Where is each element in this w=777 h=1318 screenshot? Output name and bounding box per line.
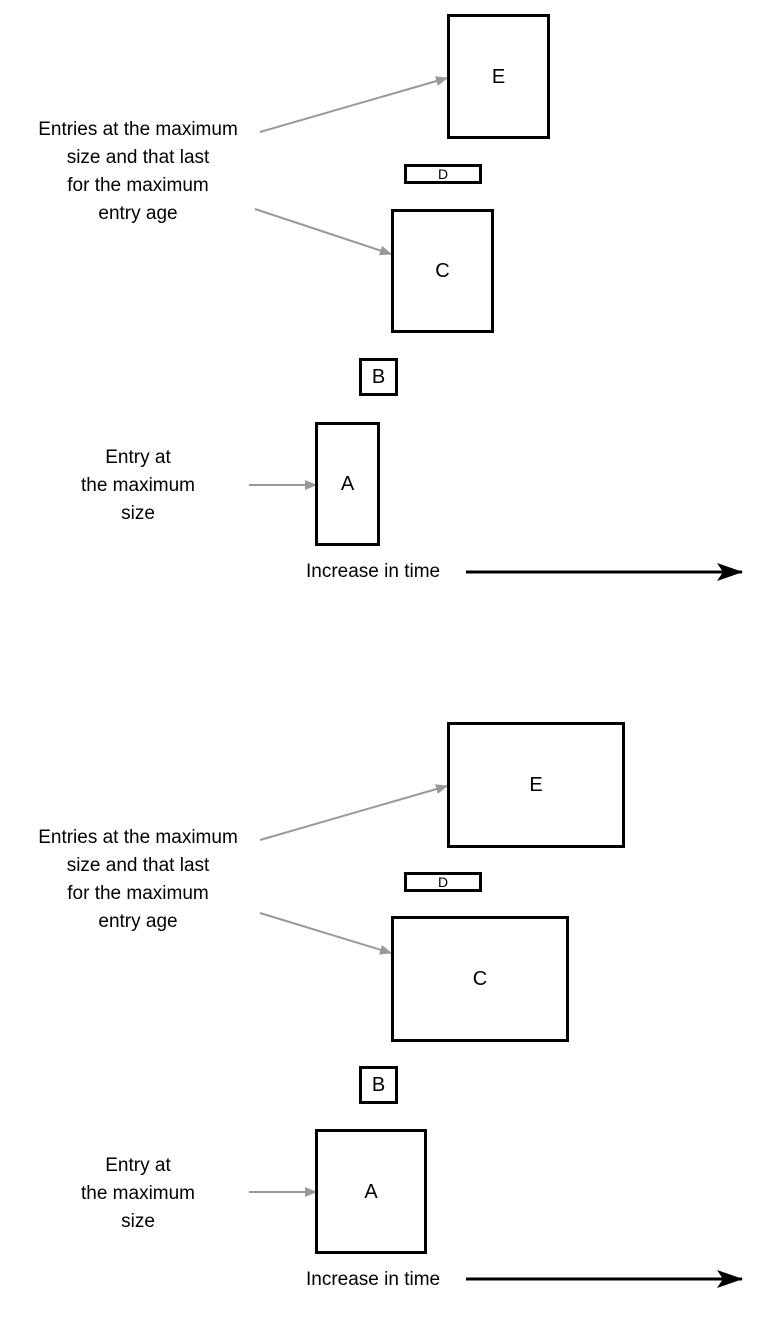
note-line: Entry at [105,1155,171,1176]
entry-box-d: D [404,164,482,184]
entry-box-b: B [359,358,398,396]
arrows-layer [249,76,743,581]
time-axis-label: Increase in time [306,1269,441,1290]
note-line: size and that last [66,147,210,168]
note-line: the maximum [80,475,196,496]
note-line: size and that last [66,855,210,876]
note-max-size: Entry at the maximum size [58,444,218,528]
note-line: Entries at the maximum [38,827,238,848]
entry-box-a: A [315,1129,427,1254]
entry-box-c: C [391,209,494,333]
entry-box-c: C [391,916,569,1042]
diagram-panel-bottom: E D C B A Entries at the maximum size an… [0,708,777,1318]
entry-box-e: E [447,722,625,848]
note-max-size: Entry at the maximum size [58,1152,218,1236]
time-axis-label: Increase in time [306,561,441,582]
note-max-size-and-age: Entries at the maximum size and that las… [18,116,258,228]
note-line: Entry at [105,447,171,468]
entry-box-d: D [404,872,482,892]
note-max-size-and-age: Entries at the maximum size and that las… [18,824,258,936]
note-line: size [121,1211,155,1232]
note-line: for the maximum [67,175,209,196]
note-line: size [121,503,155,524]
pointer-arrow-to-c [259,912,392,955]
pointer-arrow-to-c [254,208,392,256]
entry-box-b: B [359,1066,398,1104]
note-line: for the maximum [67,883,209,904]
note-line: entry age [98,203,178,224]
note-line: the maximum [80,1183,196,1204]
note-line: Entries at the maximum [38,119,238,140]
pointer-arrow-to-e [259,76,448,133]
arrows-layer [249,784,743,1288]
entry-box-a: A [315,422,380,546]
note-line: entry age [98,911,178,932]
diagram-panel-top: E D C B A Entries at the maximum size an… [0,0,777,610]
entry-box-e: E [447,14,550,139]
pointer-arrow-to-e [259,784,448,841]
